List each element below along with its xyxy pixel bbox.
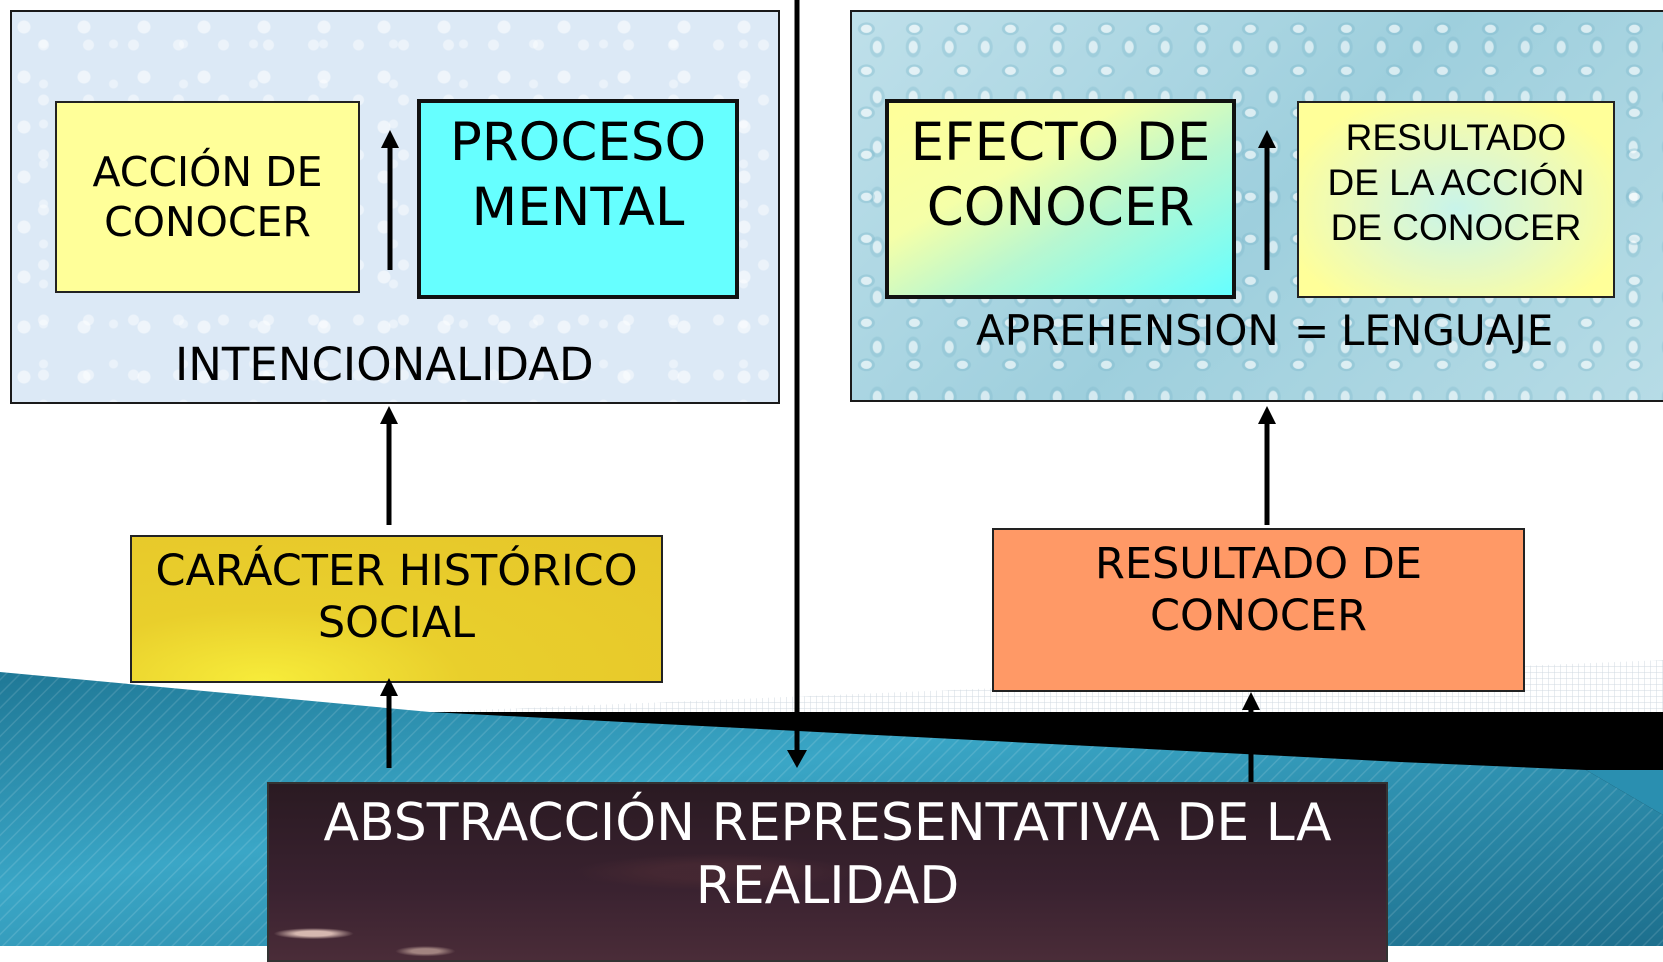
- proceso-line-1: PROCESO: [449, 112, 707, 173]
- black-band: [430, 712, 1663, 815]
- caracter-line-2: SOCIAL: [317, 598, 476, 649]
- equals-sign: =: [1294, 306, 1330, 355]
- aprehension-label: APREHENSION: [976, 306, 1279, 355]
- efecto-line-1: EFECTO DE: [910, 112, 1211, 173]
- proceso-mental-box: PROCESO MENTAL: [417, 99, 739, 299]
- accion-line-1: ACCIÓN DE: [92, 147, 323, 196]
- intencionalidad-label: INTENCIONALIDAD: [175, 338, 594, 391]
- caracter-historico-social-box: CARÁCTER HISTÓRICO SOCIAL: [130, 535, 663, 683]
- lenguaje-label: LENGUAJE: [1341, 306, 1554, 355]
- accion-de-conocer-box: ACCIÓN DE CONOCER: [55, 101, 360, 293]
- abstraccion-line-2: REALIDAD: [695, 856, 960, 917]
- resultado-de-conocer-box: RESULTADO DE CONOCER: [992, 528, 1525, 692]
- resultado-accion-line-2: DE LA ACCIÓN: [1327, 162, 1585, 204]
- caracter-line-1: CARÁCTER HISTÓRICO: [155, 546, 638, 596]
- proceso-line-2: MENTAL: [471, 176, 685, 238]
- resultado-conocer-line-1: RESULTADO DE: [1094, 539, 1423, 589]
- efecto-de-conocer-box: EFECTO DE CONOCER: [885, 99, 1236, 299]
- abstraccion-representativa-box: ABSTRACCIÓN REPRESENTATIVA DE LA REALIDA…: [267, 782, 1388, 962]
- resultado-de-la-accion-box: RESULTADO DE LA ACCIÓN DE CONOCER: [1297, 101, 1615, 298]
- resultado-conocer-line-2: CONOCER: [1150, 591, 1367, 642]
- abstraccion-line-1: ABSTRACCIÓN REPRESENTATIVA DE LA: [323, 793, 1332, 853]
- resultado-accion-line-1: RESULTADO: [1345, 117, 1567, 158]
- accion-line-2: CONOCER: [104, 198, 311, 246]
- resultado-accion-line-3: DE CONOCER: [1330, 207, 1582, 249]
- efecto-line-2: CONOCER: [926, 176, 1195, 238]
